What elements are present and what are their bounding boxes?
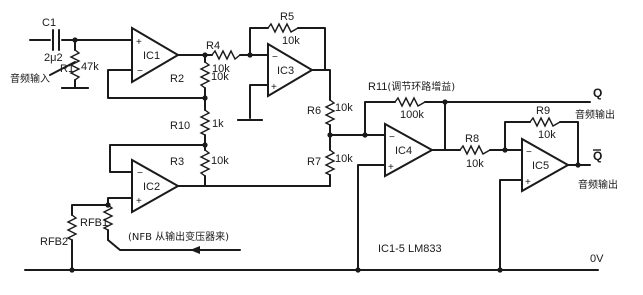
- resistor-rfb1: RFB1: [80, 204, 114, 231]
- r1-label: R1: [60, 63, 74, 75]
- r4-label: R4: [206, 40, 220, 52]
- r9-value: 10k: [538, 129, 556, 141]
- r2-value: 10k: [211, 71, 229, 83]
- ic3-label: IC3: [277, 65, 294, 77]
- ic2-label: IC2: [143, 181, 160, 193]
- resistor-r9: R9 10k: [529, 105, 561, 141]
- r8-value: 10k: [466, 158, 484, 170]
- audio-output-label-1: 音频输出: [575, 108, 615, 121]
- junction-dots: [69, 37, 581, 273]
- r5-label: R5: [280, 11, 294, 23]
- zero-volt-label: 0V: [590, 253, 604, 265]
- opamp-ic2: − + IC2: [131, 158, 181, 214]
- resistor-r8: R8 10k: [459, 133, 491, 170]
- r8-label: R8: [465, 133, 479, 145]
- r7-value: 10k: [335, 153, 353, 165]
- opamp-ic5: − + IC5: [521, 137, 571, 193]
- q-bar-output-label: Q: [593, 149, 602, 163]
- resistor-r10: R10 1k: [170, 109, 224, 136]
- r6-label: R6: [307, 105, 321, 117]
- resistor-r5: R5 10k: [267, 11, 300, 47]
- resistor-r4: R4 10k: [206, 40, 241, 75]
- svg-text:−: −: [526, 147, 532, 158]
- c1-label: C1: [42, 17, 56, 29]
- r1-value: 47k: [81, 61, 99, 73]
- capacitor-c1: C1 2μ2: [42, 17, 63, 64]
- resistor-rfb2: RFB2: [40, 214, 78, 248]
- audio-output-label-2: 音频输出: [578, 178, 618, 191]
- svg-text:−: −: [137, 168, 143, 179]
- r7-label: R7: [307, 156, 321, 168]
- r10-value: 1k: [212, 118, 224, 130]
- r9-label: R9: [536, 105, 550, 117]
- resistor-r1: R1 47k: [60, 49, 99, 81]
- rfb2-label: RFB2: [40, 236, 68, 248]
- svg-text:−: −: [272, 52, 278, 63]
- opamp-ic1: + − IC1: [131, 26, 180, 84]
- r2-label: R2: [170, 73, 184, 85]
- r3-label: R3: [170, 156, 184, 168]
- svg-text:+: +: [136, 196, 142, 207]
- ic-part-label: IC1-5 LM833: [378, 243, 442, 255]
- audio-input-label: 音频输入: [10, 72, 50, 85]
- svg-text:+: +: [271, 82, 277, 93]
- svg-text:+: +: [388, 162, 394, 173]
- svg-text:−: −: [137, 66, 143, 77]
- resistor-r2: R2 10k: [170, 61, 229, 89]
- svg-text:−: −: [389, 132, 395, 143]
- r6-value: 10k: [335, 102, 353, 114]
- opamp-ic4: − + IC4: [384, 122, 435, 178]
- ic1-label: IC1: [143, 50, 160, 62]
- r4-value: 10k: [212, 63, 230, 75]
- r11-value: 100k: [400, 109, 424, 121]
- svg-text:+: +: [136, 37, 142, 48]
- ic4-label: IC4: [395, 145, 412, 157]
- resistor-r7: R7 10k: [307, 149, 353, 176]
- ic5-label: IC5: [532, 160, 549, 172]
- r5-value: 10k: [282, 35, 300, 47]
- wiring: [24, 27, 599, 271]
- nfb-arrow-icon: [190, 246, 200, 254]
- resistor-r3: R3 10k: [170, 149, 229, 177]
- svg-text:+: +: [525, 177, 531, 188]
- nfb-note: (NFB 从输出变压器来): [128, 230, 229, 243]
- r3-value: 10k: [211, 155, 229, 167]
- r10-label: R10: [170, 120, 190, 132]
- opamp-ic3: − + IC3: [267, 42, 314, 98]
- r11-label: R11(调节环路增益): [368, 80, 455, 93]
- resistor-r11: 100k: [394, 96, 426, 121]
- rfb1-label: RFB1: [80, 217, 108, 229]
- resistor-r6: R6 10k: [307, 99, 353, 126]
- q-output-label: Q: [593, 86, 602, 100]
- c1-value: 2μ2: [44, 52, 63, 64]
